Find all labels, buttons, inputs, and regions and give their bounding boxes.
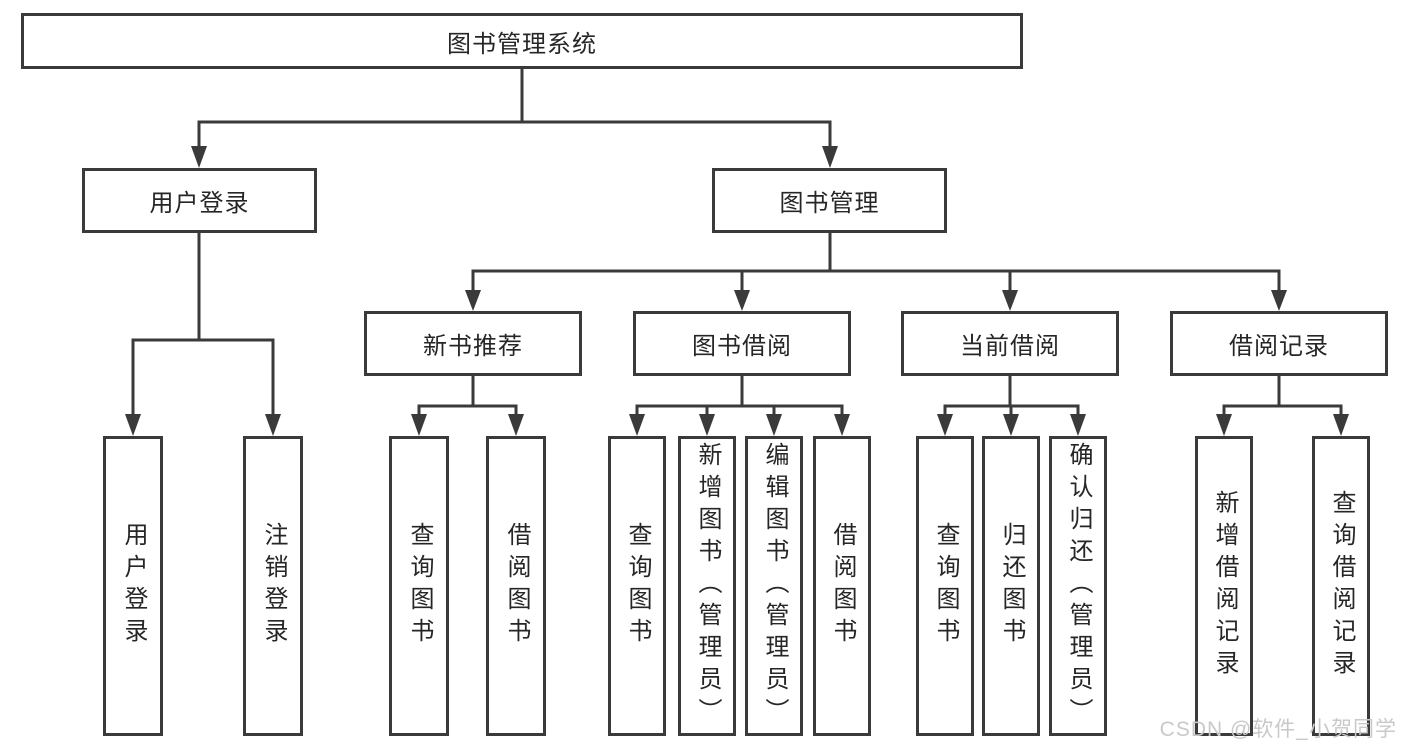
csdn-watermark: CSDN @软件_小贺同学 [1159, 718, 1397, 741]
node-new-book-recommendation: 新书推荐 [364, 311, 582, 376]
node-user-login: 用户登录 [82, 168, 317, 233]
leaf-label: 借阅图书 [503, 522, 530, 650]
leaf-label: 归还图书 [998, 522, 1025, 650]
leaf-label: 用户登录 [120, 522, 147, 650]
leaf-return-book: 归还图书 [982, 436, 1040, 736]
node-label: 新书推荐 [423, 333, 523, 360]
node-book-management: 图书管理 [712, 168, 947, 233]
leaf-edit-book-admin: 编辑图书（管理员） [745, 436, 803, 736]
leaf-label: 确认归还（管理员） [1065, 442, 1092, 730]
node-borrowing-records: 借阅记录 [1170, 311, 1388, 376]
node-label: 图书管理系统 [447, 30, 597, 58]
node-book-borrowing: 图书借阅 [633, 311, 851, 376]
leaf-user-login: 用户登录 [103, 436, 163, 736]
leaf-query-books-current: 查询图书 [916, 436, 974, 736]
node-current-borrowing: 当前借阅 [901, 311, 1119, 376]
leaf-logout: 注销登录 [243, 436, 303, 736]
leaf-label: 查询图书 [406, 522, 433, 650]
leaf-add-borrow-record: 新增借阅记录 [1195, 436, 1253, 736]
node-library-management-system: 图书管理系统 [21, 13, 1023, 69]
node-label: 图书借阅 [692, 333, 792, 360]
node-label: 图书管理 [779, 190, 880, 217]
leaf-borrow-books-recommend: 借阅图书 [486, 436, 546, 736]
leaf-label: 编辑图书（管理员） [761, 442, 788, 730]
leaf-borrow-books-borrowing: 借阅图书 [813, 436, 871, 736]
leaf-label: 查询借阅记录 [1328, 490, 1355, 682]
leaf-query-borrow-record: 查询借阅记录 [1312, 436, 1370, 736]
leaf-query-books-recommend: 查询图书 [389, 436, 449, 736]
node-label: 借阅记录 [1229, 333, 1329, 360]
leaf-add-book-admin: 新增图书（管理员） [678, 436, 736, 736]
leaf-label: 新增借阅记录 [1211, 490, 1238, 682]
node-label: 当前借阅 [960, 333, 1060, 360]
leaf-label: 查询图书 [624, 522, 651, 650]
leaf-label: 新增图书（管理员） [694, 442, 721, 730]
leaf-label: 借阅图书 [829, 522, 856, 650]
node-label: 用户登录 [149, 190, 250, 217]
leaf-label: 注销登录 [260, 522, 287, 650]
leaf-confirm-return-admin: 确认归还（管理员） [1049, 436, 1107, 736]
leaf-query-books-borrowing: 查询图书 [608, 436, 666, 736]
leaf-label: 查询图书 [932, 522, 959, 650]
